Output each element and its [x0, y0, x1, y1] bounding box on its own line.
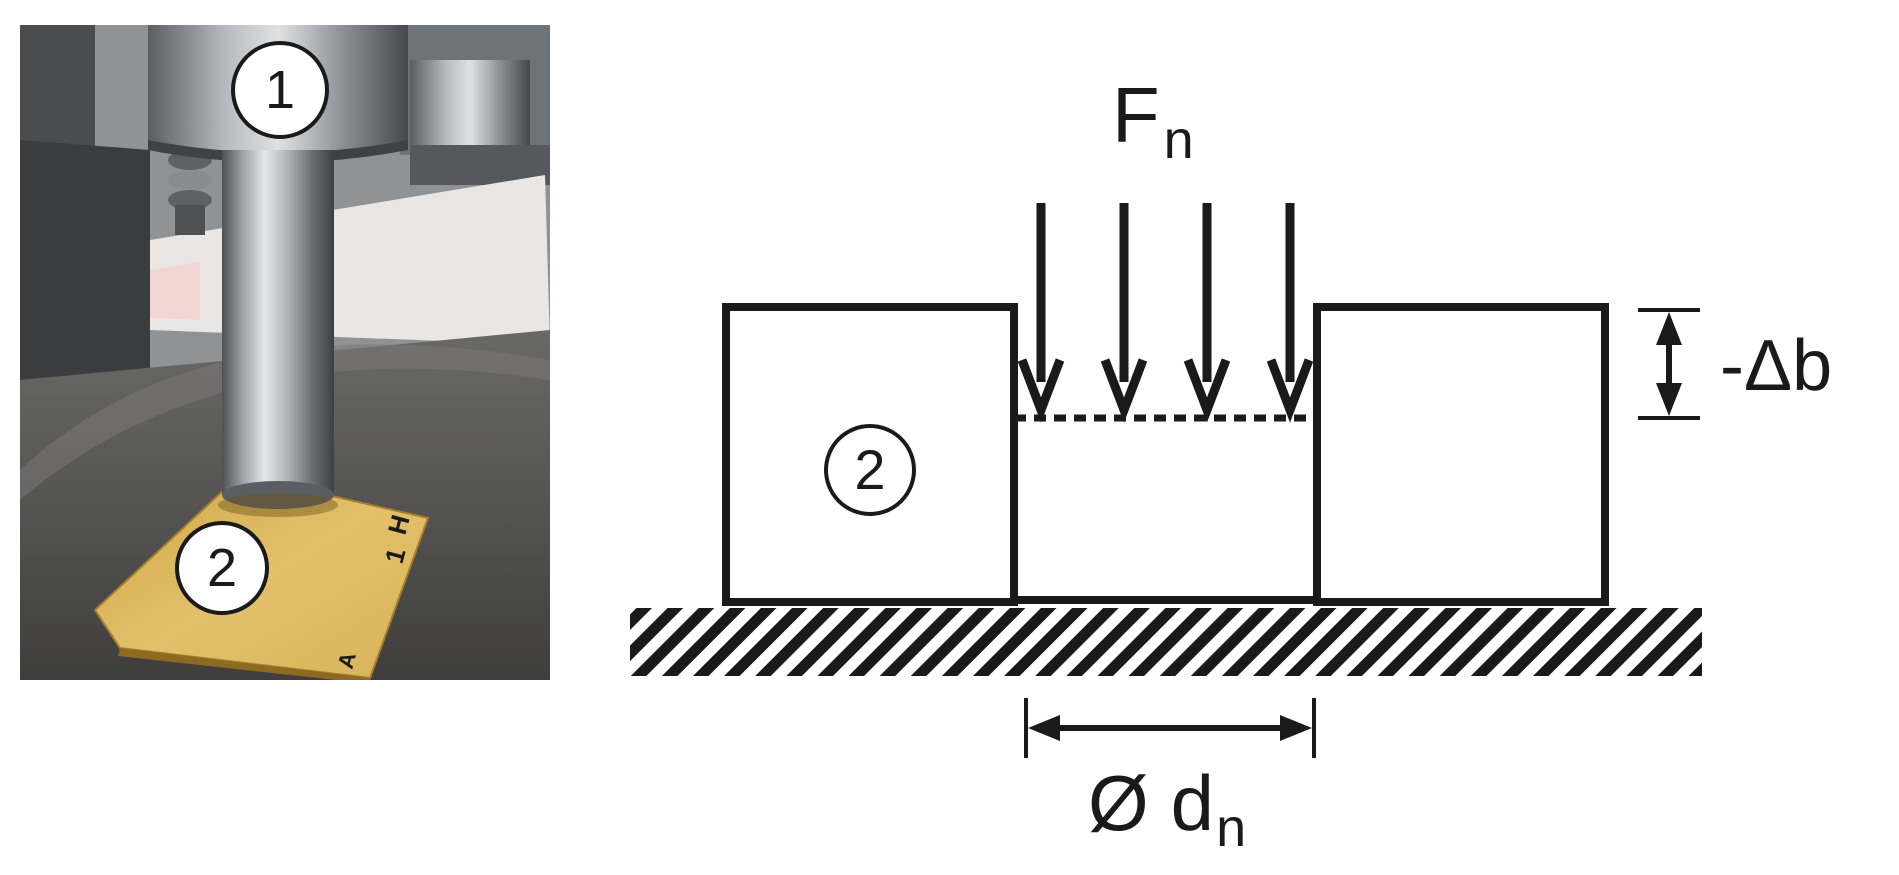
punch-rod: [222, 150, 334, 495]
specimen-block-right: [1313, 303, 1609, 606]
force-arrow: [1017, 203, 1065, 423]
punch-marker: 1: [231, 41, 329, 139]
specimen-marker-schematic: 2: [824, 424, 916, 516]
specimen-marker-schematic-label: 2: [854, 438, 885, 501]
displacement-label: -Δb: [1720, 326, 1832, 406]
diameter-dimension: [1024, 698, 1316, 758]
test-setup-photo: H 1 A 1 2: [20, 25, 550, 680]
force-arrow: [1266, 203, 1314, 423]
force-label: Fn: [1112, 71, 1194, 170]
force-arrows: [1017, 203, 1314, 423]
force-arrow: [1183, 203, 1231, 423]
force-arrow: [1100, 203, 1148, 423]
specimen-marker-photo: 2: [175, 521, 269, 615]
specimen-marker-photo-label: 2: [207, 538, 237, 598]
punch-marker-label: 1: [265, 60, 295, 120]
displacement-dimension: [1638, 308, 1700, 420]
machine-cylinder-right: [410, 60, 530, 150]
ground-hatching: [630, 608, 1702, 676]
specimen-marking-corner: A: [333, 649, 361, 671]
